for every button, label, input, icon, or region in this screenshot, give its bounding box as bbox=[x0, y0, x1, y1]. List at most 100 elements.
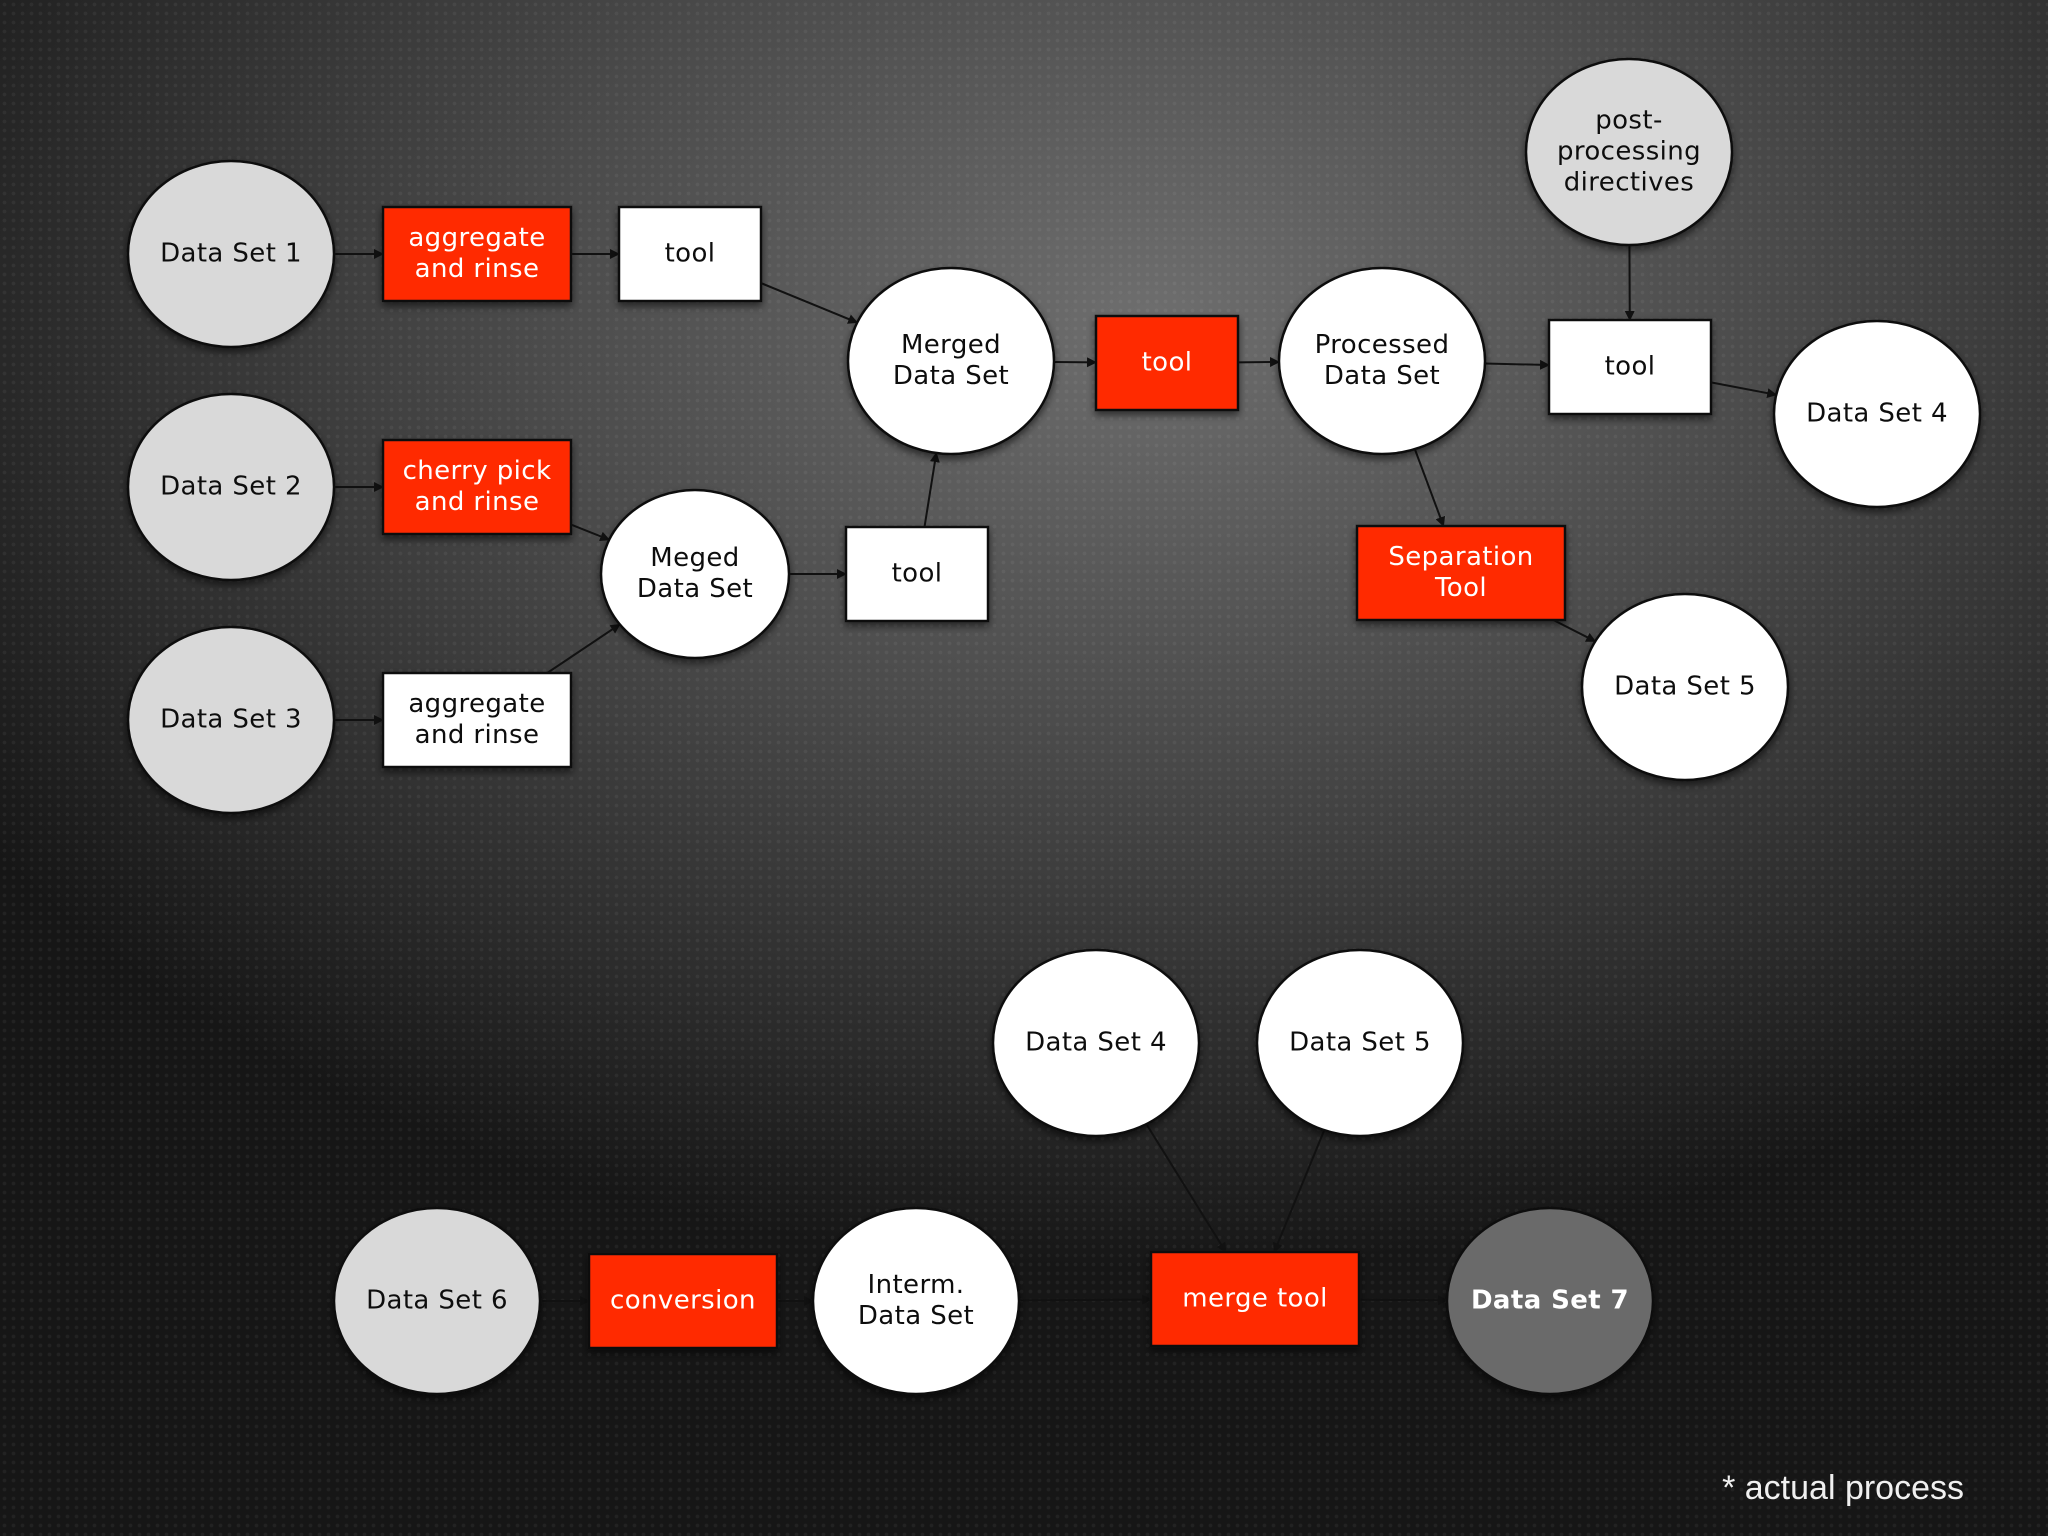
node-agg1-box bbox=[381, 205, 573, 303]
node-processed-label-line: Data Set bbox=[1324, 361, 1440, 391]
node-ds4-label: Data Set 4 bbox=[1806, 399, 1948, 429]
node-ds1-label: Data Set 1 bbox=[160, 239, 302, 269]
node-ds1-label-line: Data Set 1 bbox=[160, 239, 302, 269]
node-ds5-ellipse bbox=[1580, 592, 1790, 782]
node-tool1-label-line: tool bbox=[665, 239, 716, 269]
node-ds7-label-line: Data Set 7 bbox=[1471, 1286, 1629, 1316]
node-ds2: Data Set 2 bbox=[126, 392, 336, 582]
node-tool3: tool bbox=[1094, 314, 1240, 412]
node-ds4-label-line: Data Set 4 bbox=[1806, 399, 1948, 429]
node-post-label-line: post- bbox=[1595, 106, 1663, 136]
node-cherry-label-line: cherry pick bbox=[403, 456, 552, 486]
node-tool2: tool bbox=[844, 525, 990, 623]
node-conversion-box bbox=[587, 1252, 779, 1350]
node-ds5b-ellipse bbox=[1255, 948, 1465, 1138]
arrow-agg3-to-meged bbox=[546, 623, 621, 674]
node-ds3-label-line: Data Set 3 bbox=[160, 705, 302, 735]
arrow-tool2-to-merged bbox=[923, 452, 940, 528]
node-tool1: tool bbox=[617, 205, 763, 303]
arrow-separation-to-ds5 bbox=[1552, 619, 1597, 643]
node-ds3-ellipse bbox=[126, 625, 336, 815]
node-ds4: Data Set 4 bbox=[1772, 319, 1982, 509]
node-agg3-label-line: and rinse bbox=[415, 720, 540, 750]
node-ds2-label-line: Data Set 2 bbox=[160, 472, 302, 502]
arrow-tool1-to-merged bbox=[760, 282, 859, 324]
node-meged-ellipse bbox=[599, 488, 791, 660]
node-interm-label-line: Data Set bbox=[858, 1301, 974, 1331]
node-interm: Interm.Data Set bbox=[811, 1206, 1021, 1396]
arrow-cherry-to-meged bbox=[570, 523, 611, 542]
node-mergetool: merge tool bbox=[1149, 1250, 1361, 1348]
node-conversion: conversion bbox=[587, 1252, 779, 1350]
node-cherry-label-line: and rinse bbox=[415, 487, 540, 517]
node-processed-label-line: Processed bbox=[1315, 330, 1450, 360]
node-agg1-label-line: and rinse bbox=[415, 254, 540, 284]
node-agg1-label-line: aggregate bbox=[408, 223, 545, 253]
node-tool2-box bbox=[844, 525, 990, 623]
node-ds5-label-line: Data Set 5 bbox=[1614, 672, 1756, 702]
node-tool1-box bbox=[617, 205, 763, 303]
node-post-label-line: processing bbox=[1557, 137, 1701, 167]
node-conversion-label: conversion bbox=[610, 1286, 756, 1316]
node-tool3-label: tool bbox=[1142, 348, 1193, 378]
node-ds5-label: Data Set 5 bbox=[1614, 672, 1756, 702]
node-tool4-label-line: tool bbox=[1605, 352, 1656, 382]
node-tool2-label: tool bbox=[892, 559, 943, 589]
node-agg3-box bbox=[381, 671, 573, 769]
node-tool1-label: tool bbox=[665, 239, 716, 269]
edges-layer bbox=[334, 244, 1778, 1306]
node-ds6-ellipse bbox=[332, 1206, 542, 1396]
node-ds4-ellipse bbox=[1772, 319, 1982, 509]
node-meged-label-line: Data Set bbox=[637, 574, 753, 604]
node-mergetool-label: merge tool bbox=[1182, 1284, 1328, 1314]
node-ds6-label-line: Data Set 6 bbox=[366, 1286, 508, 1316]
arrow-mergetool-to-ds7 bbox=[1358, 1295, 1449, 1306]
node-ds5: Data Set 5 bbox=[1580, 592, 1790, 782]
node-ds7-ellipse bbox=[1445, 1206, 1655, 1396]
node-cherry-box bbox=[381, 438, 573, 536]
node-mergetool-box bbox=[1149, 1250, 1361, 1348]
node-ds7: Data Set 7 bbox=[1445, 1206, 1655, 1396]
node-separation-box bbox=[1355, 524, 1567, 622]
node-separation-label-line: Separation bbox=[1388, 542, 1533, 572]
node-mergetool-label-line: merge tool bbox=[1182, 1284, 1328, 1314]
node-ds2-label: Data Set 2 bbox=[160, 472, 302, 502]
node-ds1-ellipse bbox=[126, 159, 336, 349]
node-meged-label-line: Meged bbox=[650, 543, 739, 573]
node-ds4b-label: Data Set 4 bbox=[1025, 1028, 1167, 1058]
arrow-ds4b-to-mergetool bbox=[1145, 1123, 1227, 1253]
node-agg3-label-line: aggregate bbox=[408, 689, 545, 719]
node-ds7-label: Data Set 7 bbox=[1471, 1286, 1629, 1316]
node-ds4b: Data Set 4 bbox=[991, 948, 1201, 1138]
arrow-ds5b-to-mergetool bbox=[1273, 1129, 1326, 1253]
node-tool4: tool bbox=[1547, 318, 1713, 416]
node-ds4b-label-line: Data Set 4 bbox=[1025, 1028, 1167, 1058]
node-ds5b-label: Data Set 5 bbox=[1289, 1028, 1431, 1058]
arrow-processed-to-separation bbox=[1413, 448, 1446, 527]
node-tool4-label: tool bbox=[1605, 352, 1656, 382]
arrow-tool4-to-ds4 bbox=[1710, 381, 1778, 399]
node-tool3-box bbox=[1094, 314, 1240, 412]
node-ds2-ellipse bbox=[126, 392, 336, 582]
node-ds5b-label-line: Data Set 5 bbox=[1289, 1028, 1431, 1058]
node-tool4-box bbox=[1547, 318, 1713, 416]
node-tool2-label-line: tool bbox=[892, 559, 943, 589]
node-separation-label-line: Tool bbox=[1434, 573, 1487, 603]
